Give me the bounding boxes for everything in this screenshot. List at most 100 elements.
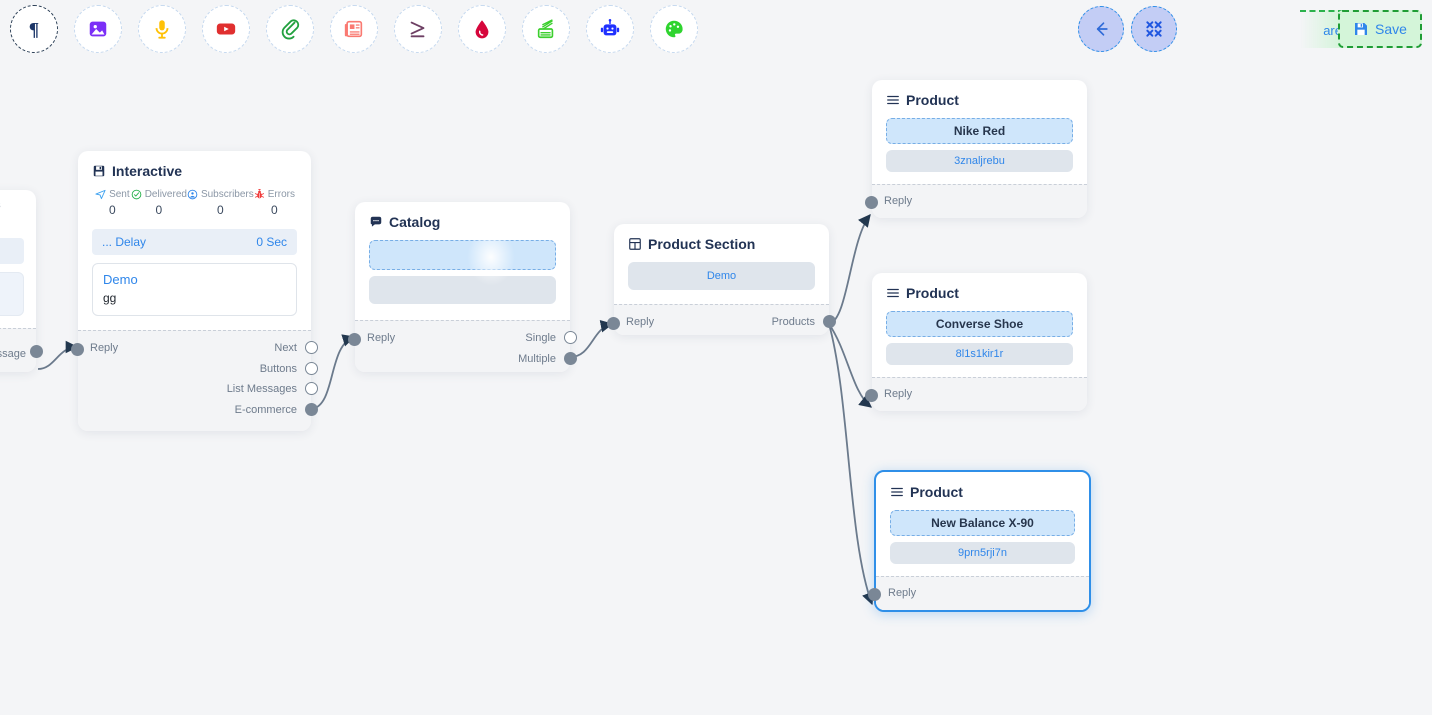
delay-label: ... Delay [102,235,147,249]
port-label-products: Products [771,315,815,328]
paperclip-icon [281,19,300,40]
port-label-reply: Reply [884,194,913,207]
port-label-reply: Reply [884,387,913,400]
product-1-id[interactable]: 3znaljrebu [886,150,1073,172]
share-button-partial[interactable]: are [1300,10,1344,48]
node-interactive-title-text: Interactive [112,163,183,179]
node-product-3[interactable]: Product New Balance X-90 9prn5rji7n Repl… [868,470,1091,612]
node-product-section-footer: Reply Products [607,304,836,335]
message-card[interactable]: Demo gg [92,263,297,316]
partial-delay-row[interactable]: Sec [0,238,24,264]
product-2-id-text: 8l1s1kir1r [955,348,1004,360]
save-button[interactable]: Save [1338,10,1422,48]
port-label-next: Next [274,341,297,354]
interactive-stats-row: Sent 0 Delivered 0 [92,189,297,217]
node-product-3-footer: Reply [868,576,1089,610]
product-node-icon [887,95,899,105]
node-product-section[interactable]: Product Section Demo Reply Products [607,224,836,335]
port-label-reply: Reply [888,586,917,599]
delay-value: 0 Sec [256,235,287,249]
stat-errors-label: Errors [267,189,295,200]
port-dot-message[interactable] [30,345,43,358]
attachment-icon-button[interactable] [266,5,314,53]
product-node-icon [887,288,899,298]
droplet-icon [475,20,489,39]
port-dot-single[interactable] [564,331,577,344]
node-product-3-title-text: Product [910,484,963,500]
save-disk-icon [1355,23,1368,35]
stat-sent-value: 0 [109,203,116,217]
palette-icon [665,20,683,38]
node-palette-toolbar[interactable]: ¶ [0,0,1432,58]
interactive-icon-button[interactable] [458,5,506,53]
stat-sent-label: Sent [109,189,130,200]
product-3-name[interactable]: New Balance X-90 [890,510,1075,536]
youtube-icon [216,23,236,35]
catalog-secondary-bar[interactable] [369,276,556,304]
port-dot-list-messages[interactable] [305,382,318,395]
product-2-id[interactable]: 8l1s1kir1r [886,343,1073,365]
port-dot-buttons[interactable] [305,362,318,375]
node-product-2[interactable]: Product Converse Shoe 8l1s1kir1r Reply [865,273,1087,411]
back-button[interactable] [1078,6,1124,52]
image-icon-button[interactable] [74,5,122,53]
catalog-placeholder-bar[interactable] [369,240,556,270]
partial-node-left[interactable]: Errors 0 Sec essage [0,190,43,372]
node-product-2-title: Product [886,285,1073,301]
port-label-reply: Reply [367,331,396,344]
partial-node-footer: essage [0,328,43,372]
port-label-buttons: Buttons [259,362,297,375]
message-text: gg [103,291,117,305]
product-2-name[interactable]: Converse Shoe [886,311,1073,337]
errors-icon [254,189,264,199]
port-label-ecommerce: E-commerce [234,403,297,416]
share-label: are [1323,22,1342,38]
product-2-name-text: Converse Shoe [935,317,1024,331]
node-catalog-title-text: Catalog [389,214,441,230]
text-icon: ¶ [29,19,39,40]
robot-icon [600,19,620,36]
text-icon-button[interactable]: ¶ [10,5,58,53]
product-1-name[interactable]: Nike Red [886,118,1073,144]
stat-sent: Sent 0 [94,189,131,217]
template-icon-button[interactable] [330,5,378,53]
arrow-left-icon [1096,22,1108,36]
port-dot-next[interactable] [305,341,318,354]
fit-to-screen-button[interactable] [1131,6,1177,52]
collapse-arrows-icon [1146,21,1162,37]
stat-subscribers: Subscribers 0 [187,189,254,217]
port-label-multiple: Multiple [518,352,556,365]
port-dot-reply-in[interactable] [865,196,878,209]
stat-delivered-label: Delivered [144,189,187,200]
product-section-item[interactable]: Demo [628,262,815,290]
stat-delivered-value: 0 [155,203,163,217]
audio-icon-button[interactable] [138,5,186,53]
stat-errors-value: 0 [271,203,278,217]
node-product-2-footer: Reply [865,377,1087,411]
partial-message-box[interactable] [0,272,24,316]
node-product-1[interactable]: Product Nike Red 3znaljrebu Reply [865,80,1087,218]
product-3-id[interactable]: 9prn5rji7n [890,542,1075,564]
node-product-1-footer: Reply [865,184,1087,218]
stack-list-icon [537,19,554,39]
port-dot-multiple[interactable] [564,352,577,365]
product-3-name-text: New Balance X-90 [931,516,1034,530]
node-catalog[interactable]: Catalog Reply Single Multiple [348,202,577,372]
delay-row[interactable]: ... Delay 0 Sec [92,229,297,255]
port-dot-ecommerce[interactable] [305,403,318,416]
node-catalog-title: Catalog [369,214,556,230]
video-icon-button[interactable] [202,5,250,53]
product-3-id-text: 9prn5rji7n [958,547,1007,559]
condition-icon-button[interactable] [394,5,442,53]
node-interactive[interactable]: Interactive Sent 0 [71,151,318,431]
save-label: Save [1375,21,1407,37]
bot-icon-button[interactable] [586,5,634,53]
stat-errors: Errors 0 [0,200,22,228]
subscribers-icon [187,189,198,200]
palette-icon-button[interactable] [650,5,698,53]
port-dot-products[interactable] [823,315,836,328]
list-icon-button[interactable] [522,5,570,53]
stat-subscribers-value: 0 [217,203,224,217]
partial-stat-value: 0 [0,214,22,228]
